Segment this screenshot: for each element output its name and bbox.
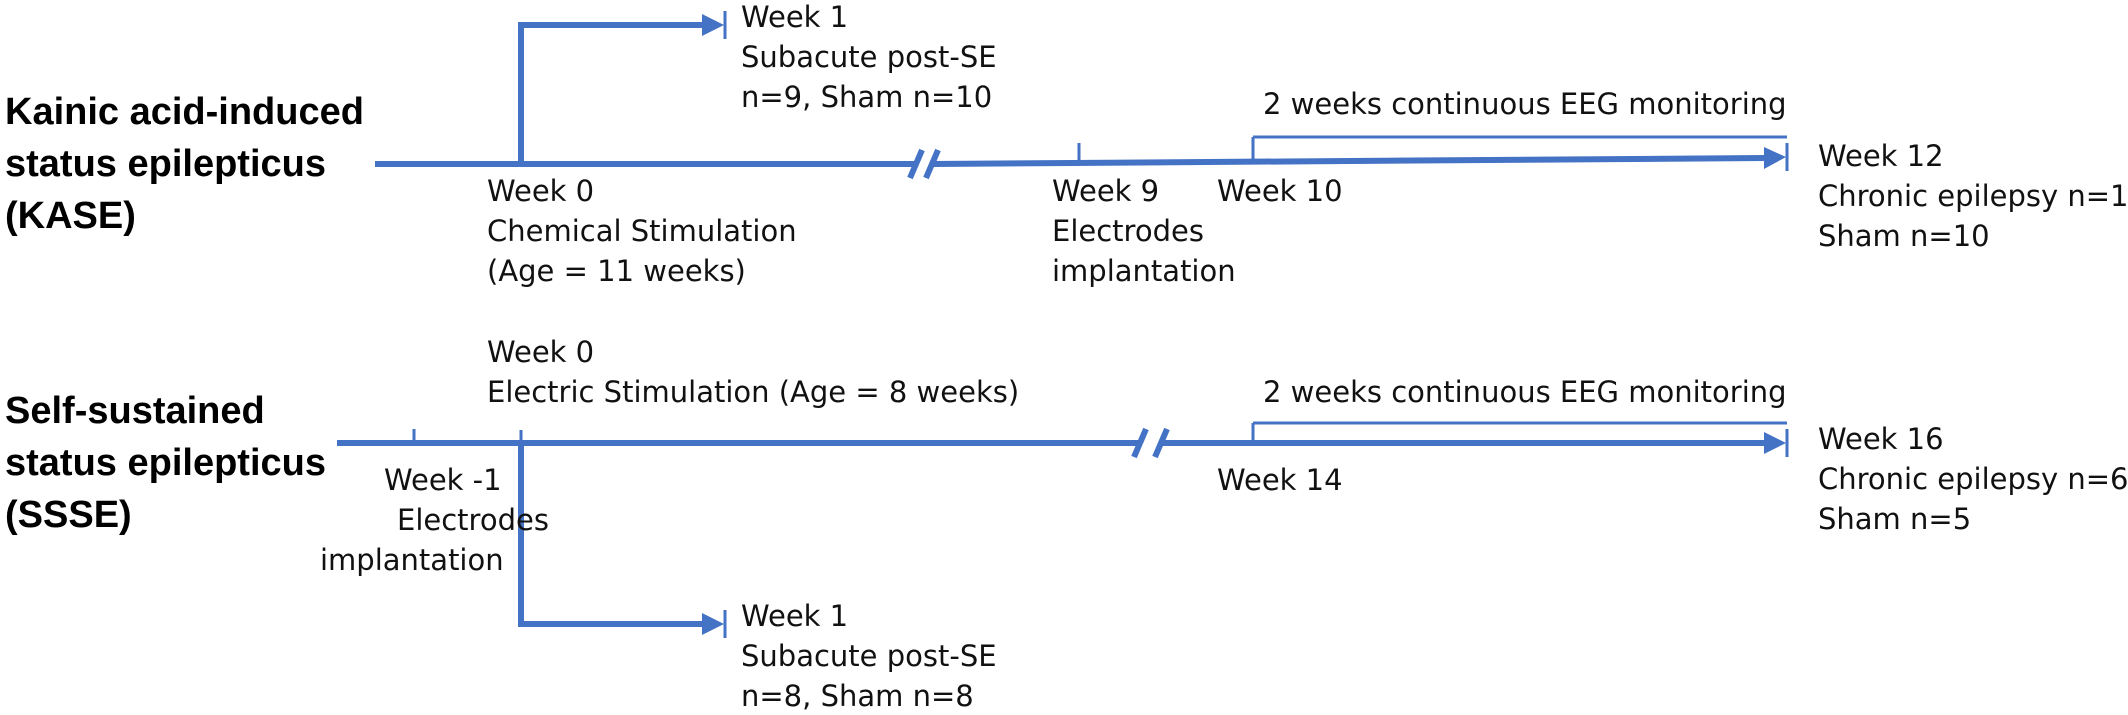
ssse-week1-arrowhead	[702, 613, 724, 635]
kase-main-arrowhead	[1764, 147, 1786, 169]
ssse-break-mark-left	[1131, 427, 1149, 459]
kase-eeg-label: 2 weeks continuous EEG monitoring	[1263, 87, 1787, 121]
ssse-title: Self-sustained status epilepticus (SSSE)	[5, 390, 337, 536]
kase-week1-arrowhead	[702, 14, 724, 36]
ssse-week0-label: Week 0 Electric Stimulation (Age = 8 wee…	[487, 335, 1019, 409]
kase-title: Kainic acid-induced status epilepticus (…	[5, 91, 375, 237]
kase-week10-label: Week 10	[1217, 174, 1343, 208]
kase-week9-label: Week 9 Electrodes implantation	[1052, 174, 1236, 288]
kase-week0-label: Week 0 Chemical Stimulation (Age = 11 we…	[487, 174, 806, 288]
ssse-week14-label: Week 14	[1217, 463, 1343, 497]
ssse-weekm1-label: Week -1 Electrodes implantation	[320, 463, 558, 577]
kase-week1-branch	[518, 22, 702, 164]
ssse-week1-label: Week 1 Subacute post-SE n=8, Sham n=8	[741, 599, 1006, 713]
ssse-timeline: Self-sustained status epilepticus (SSSE)…	[5, 335, 2128, 713]
ssse-week1-branch	[518, 443, 702, 627]
ssse-week16-label: Week 16 Chronic epilepsy n=6, Sham n=5	[1818, 422, 2128, 536]
kase-week12-label: Week 12 Chronic epilepsy n=10, Sham n=10	[1818, 139, 2128, 253]
kase-break-mark-left	[907, 148, 925, 180]
kase-week1-label: Week 1 Subacute post-SE n=9, Sham n=10	[741, 0, 1006, 114]
kase-timeline: Kainic acid-induced status epilepticus (…	[5, 0, 2128, 288]
kase-main-line-right	[931, 155, 1766, 167]
ssse-eeg-label: 2 weeks continuous EEG monitoring	[1263, 375, 1787, 409]
ssse-main-arrowhead	[1764, 432, 1786, 454]
